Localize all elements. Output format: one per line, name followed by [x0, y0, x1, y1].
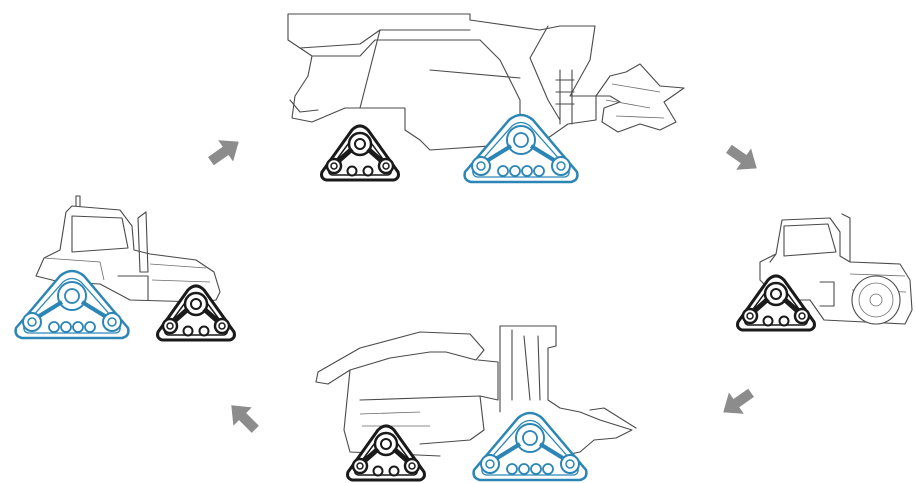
combine-harvester	[288, 14, 684, 182]
arrow-right-up-icon	[203, 131, 246, 172]
arrow-right-down-icon	[721, 138, 764, 179]
large-tractor	[16, 196, 235, 340]
black-track-unit	[322, 126, 399, 180]
blue-track-unit	[465, 115, 578, 182]
arrow-left-up-icon	[222, 396, 264, 438]
blue-track-unit	[474, 413, 587, 480]
forage-harvester	[316, 326, 636, 480]
arrow-left-down-icon	[716, 382, 759, 423]
tractor	[738, 214, 913, 330]
black-track-unit	[348, 426, 425, 480]
black-track-unit	[158, 286, 235, 340]
black-track-unit	[738, 276, 815, 330]
blue-track-unit	[16, 271, 129, 338]
